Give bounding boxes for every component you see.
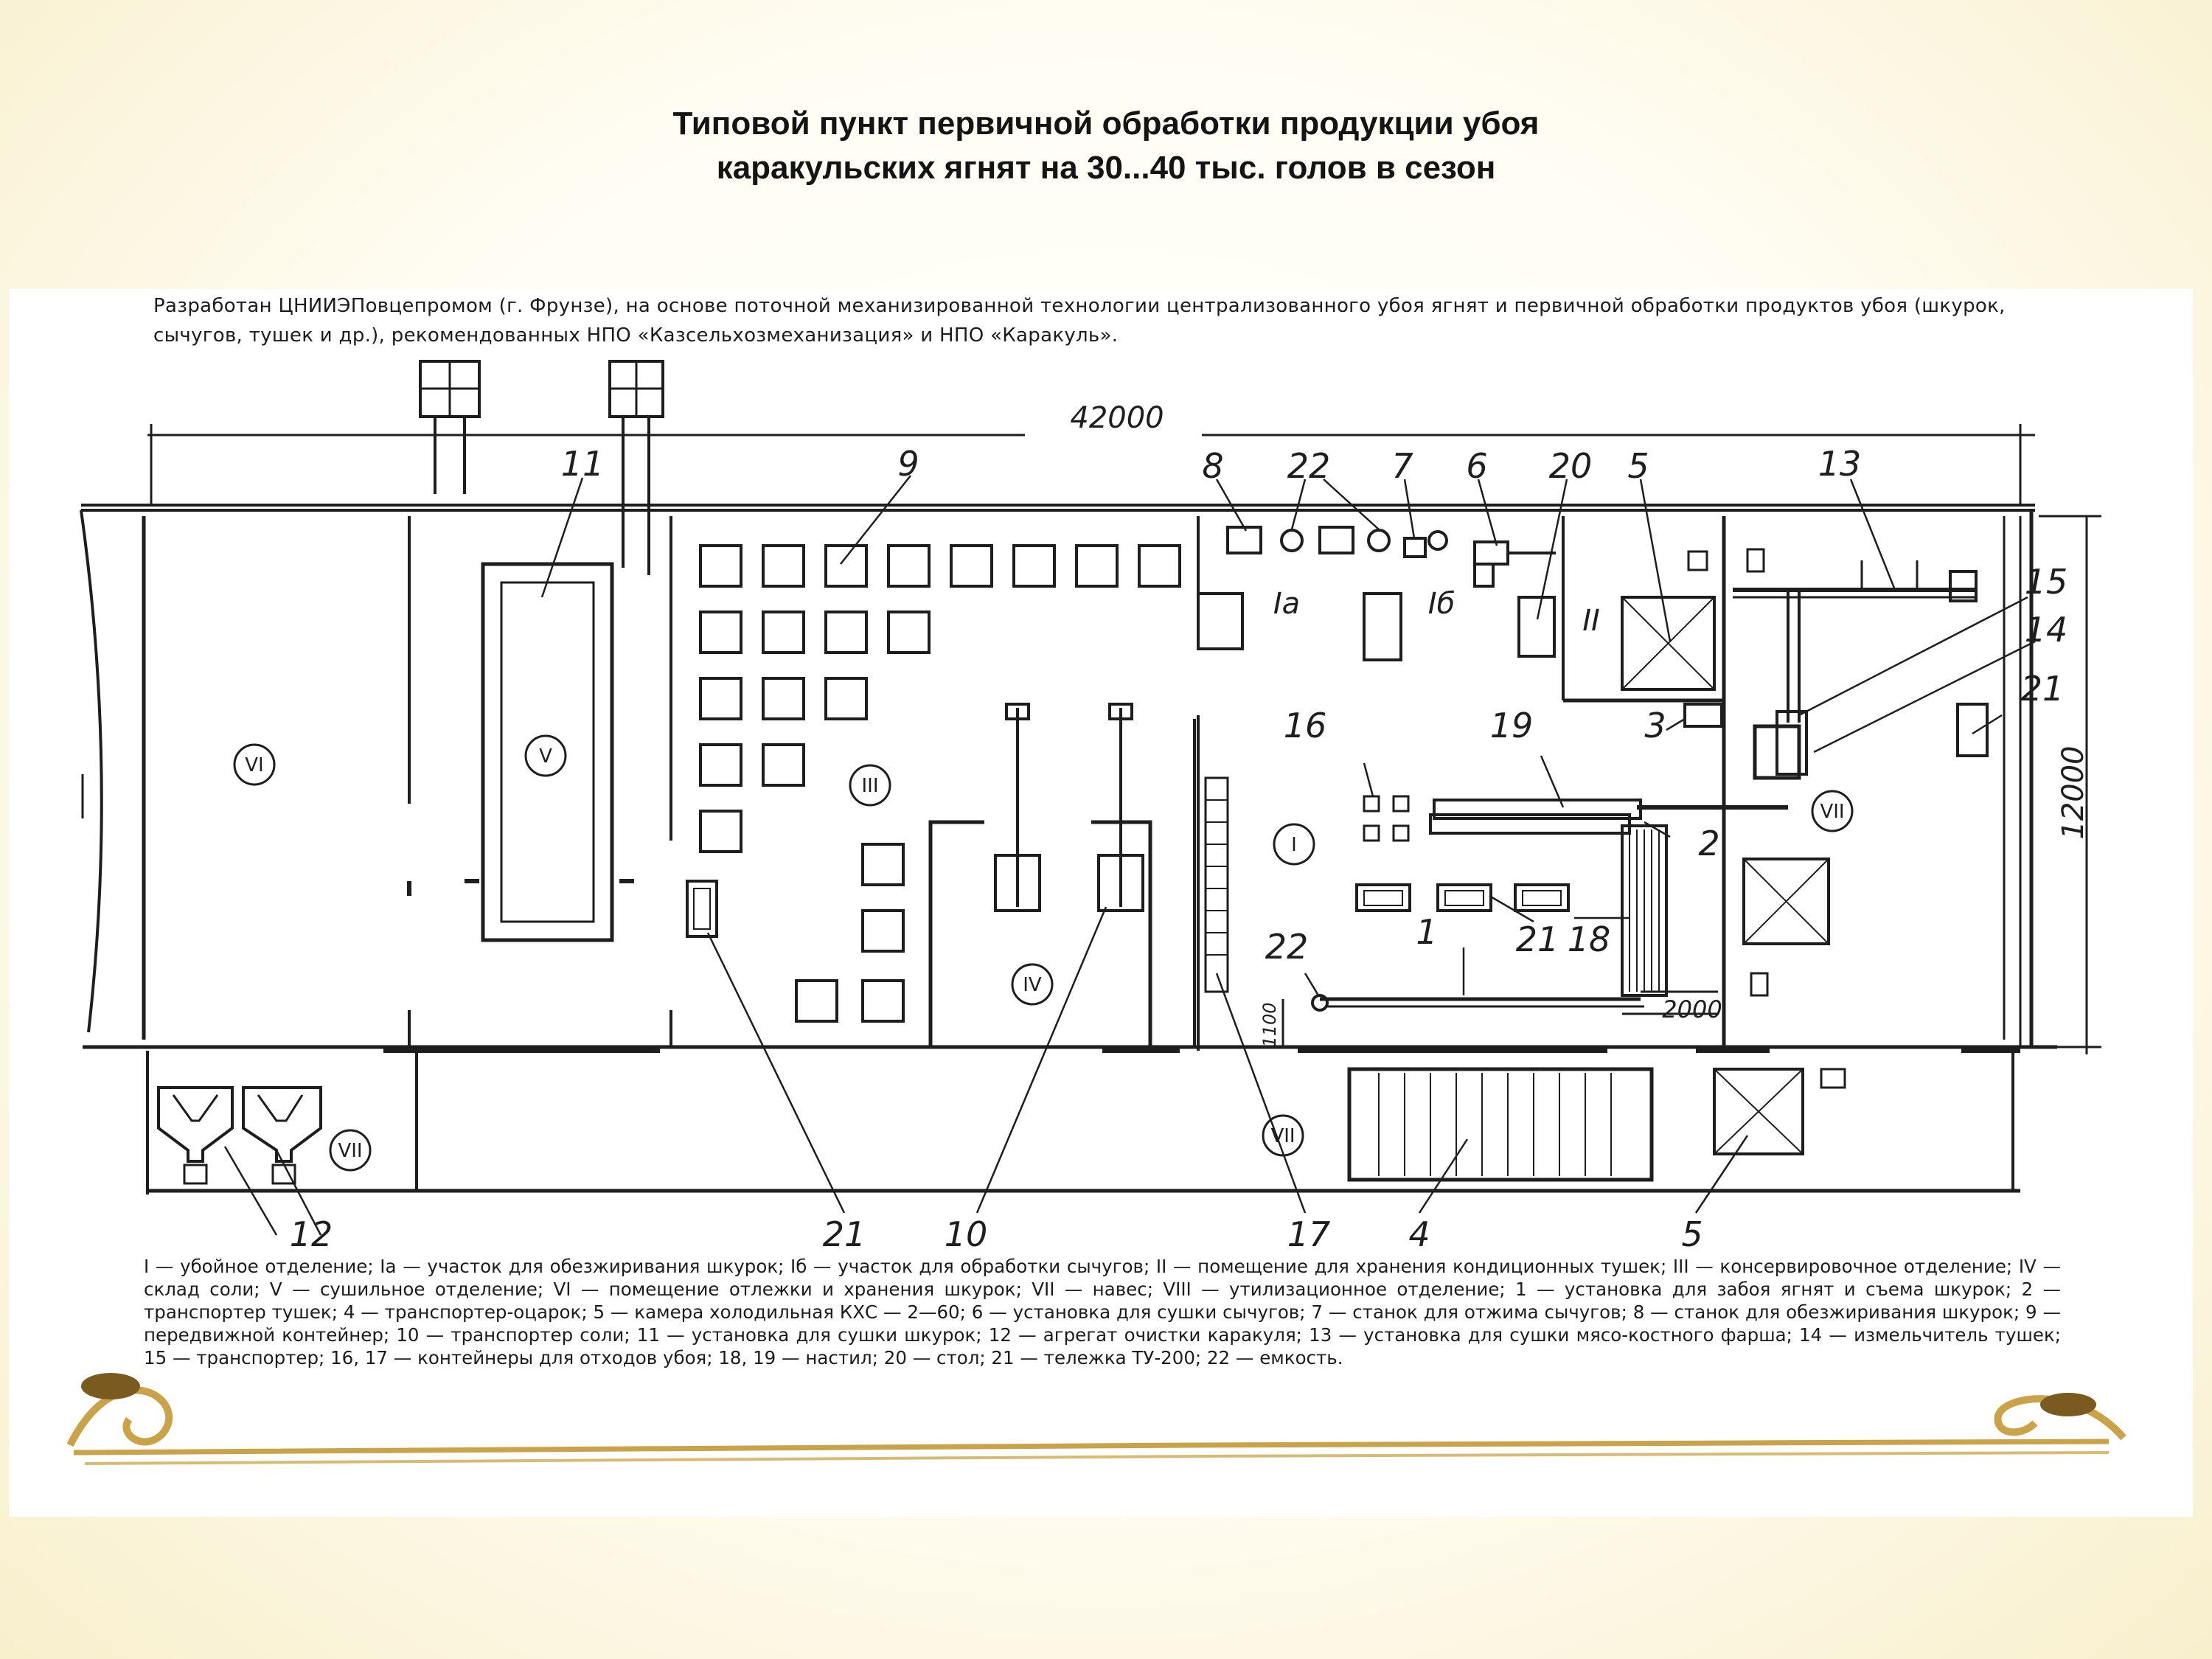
callout-1: 1 [1416, 912, 1437, 952]
zone-label-vii-right: VII [1820, 801, 1844, 823]
zone-markers [233, 734, 1854, 1172]
callout-2: 2 [1698, 824, 1719, 863]
callout-8: 8 [1202, 446, 1223, 486]
callout-4: 4 [1408, 1214, 1430, 1254]
callout-21-bottom: 21 [823, 1214, 866, 1254]
containers-grid [699, 544, 1181, 1023]
callout-7: 7 [1391, 446, 1413, 486]
callout-6: 6 [1466, 446, 1487, 486]
zone-label-vii-bottom: VII [1270, 1125, 1295, 1147]
callout-20: 20 [1549, 446, 1593, 486]
dimension-offset: 1100 [1259, 1002, 1280, 1047]
zone-label-ia: Ia [1273, 587, 1300, 621]
callout-5-top: 5 [1627, 446, 1649, 486]
dimension-gap: 2000 [1662, 995, 1722, 1023]
legend-text: I — убойное отделение; Ia — участок для … [144, 1256, 2061, 1368]
zone-label-v: V [539, 745, 552, 768]
callout-22-top: 22 [1287, 446, 1331, 486]
plan-linework [80, 360, 2101, 1236]
callout-21-right: 21 [2021, 669, 2065, 709]
callout-3: 3 [1644, 706, 1666, 745]
zone-label-iii: III [861, 775, 878, 797]
callout-12: 12 [290, 1214, 333, 1254]
slide-title-line-2: каракульских ягнят на 30...40 тыс. голов… [716, 150, 1496, 186]
callout-18: 18 [1568, 919, 1611, 959]
callout-21-center: 21 [1516, 919, 1559, 959]
zone-label-iv: IV [1023, 974, 1042, 996]
zone-label-i: I [1291, 834, 1297, 856]
callout-9: 9 [897, 444, 919, 484]
dimension-width: 12000 [2056, 745, 2090, 839]
zone-label-vi: VI [245, 754, 263, 776]
slide-title-line-1: Типовой пункт первичной обработки продук… [672, 105, 1540, 142]
callout-16: 16 [1284, 706, 1327, 745]
intro-text: Разработан ЦНИИЭПовцепромом (г. Фрунзе),… [153, 295, 2006, 347]
slide-title: Типовой пункт первичной обработки продук… [0, 102, 2212, 190]
callout-17: 17 [1287, 1214, 1331, 1254]
zone-label-ii: II [1582, 604, 1600, 638]
callout-14: 14 [2025, 610, 2068, 650]
callout-13: 13 [1818, 444, 1862, 484]
callout-11: 11 [561, 444, 605, 484]
zone-label-vii-left: VII [338, 1140, 362, 1162]
callout-10: 10 [945, 1214, 988, 1254]
callout-22-bottom: 22 [1265, 927, 1309, 967]
callout-19: 19 [1490, 706, 1534, 745]
zone-label-ib: Iб [1428, 587, 1455, 621]
callout-15: 15 [2025, 562, 2068, 602]
scroll-ornament [66, 1373, 2126, 1465]
callout-5-bottom: 5 [1681, 1214, 1703, 1254]
dimension-length: 42000 [1070, 401, 1164, 435]
